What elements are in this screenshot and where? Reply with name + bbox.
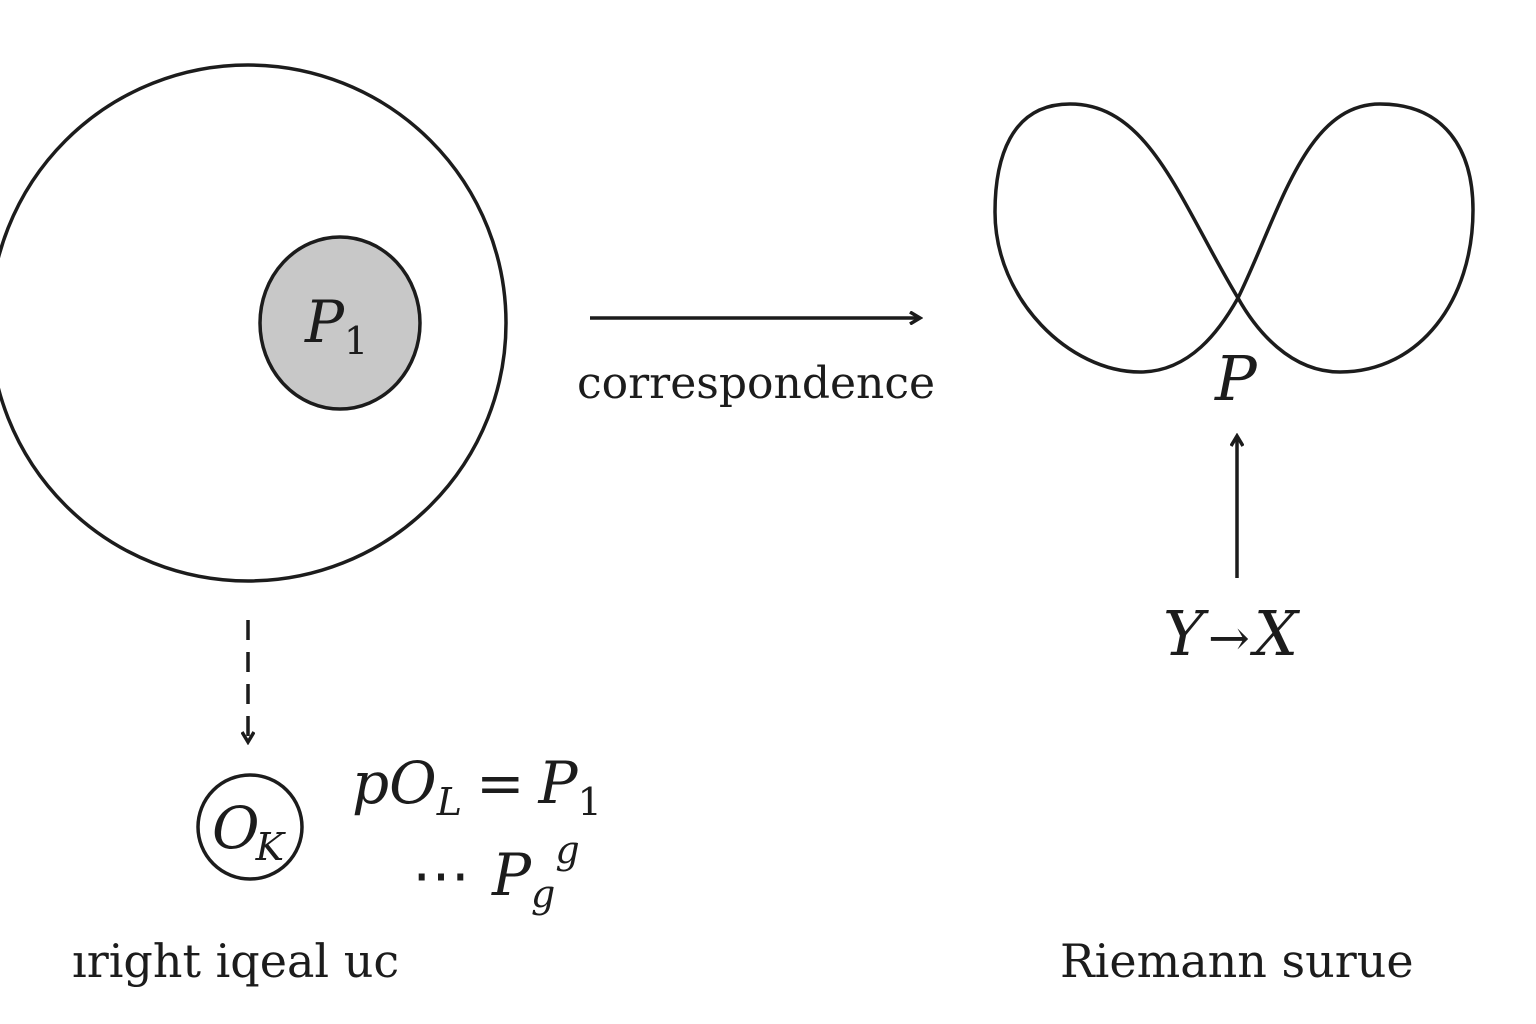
ok-circle — [196, 773, 304, 881]
prime-p1-label: P1 — [304, 288, 368, 363]
prime-p1-subscript: 1 — [344, 319, 368, 363]
prime-p1-disc — [258, 235, 422, 411]
left-caption: ıright iqeal uc — [72, 934, 399, 988]
equation-po-l: pOL=P1 — [352, 749, 602, 824]
equation-pg: ⋯Pgg — [412, 828, 580, 916]
ok-subscript: K — [255, 825, 287, 869]
ok-label: OK — [212, 794, 287, 869]
map-label: Y→X — [1163, 597, 1301, 670]
outer-circle — [0, 63, 508, 583]
correspondence-label: correspondence — [577, 358, 935, 409]
right-caption: Riemann surue — [1060, 934, 1414, 988]
point-p-label: P — [1214, 342, 1258, 415]
figure-eight-curve — [993, 102, 1475, 374]
equation-o-subscript: L — [436, 780, 462, 824]
